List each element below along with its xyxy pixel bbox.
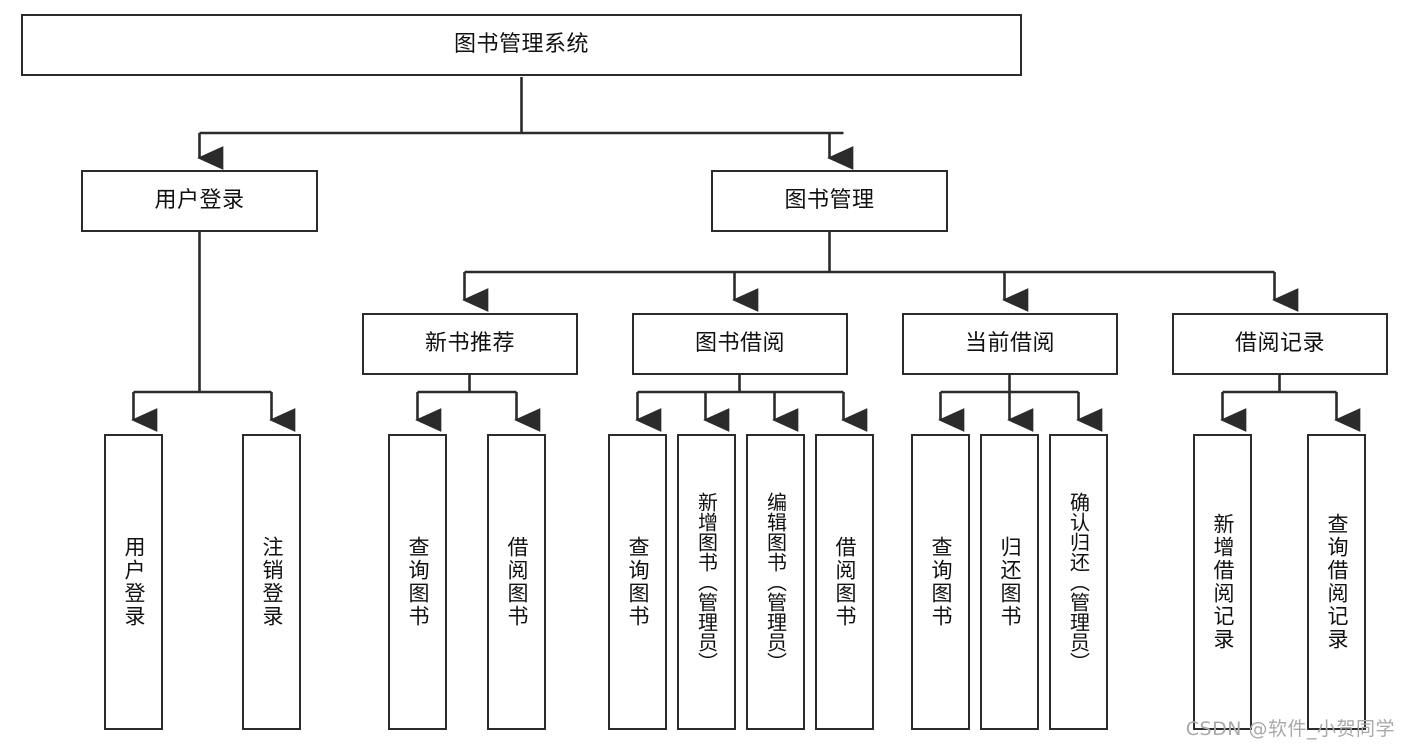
leaf-borrow-book-1[interactable]: 借阅图书 — [487, 434, 546, 730]
leaf-edit-book-label: 编辑图书（管理员） — [763, 492, 788, 672]
node-current-borrow[interactable]: 当前借阅 — [902, 313, 1118, 375]
leaf-user-logout-label: 注销登录 — [260, 536, 284, 628]
leaf-return-book[interactable]: 归还图书 — [980, 434, 1039, 730]
leaf-add-book[interactable]: 新增图书（管理员） — [677, 434, 736, 730]
node-new-book-recommend-label: 新书推荐 — [424, 331, 515, 357]
node-user-login[interactable]: 用户登录 — [81, 170, 318, 232]
leaf-edit-book[interactable]: 编辑图书（管理员） — [746, 434, 805, 730]
leaf-add-book-label: 新增图书（管理员） — [694, 492, 719, 672]
leaf-confirm-return-label: 确认归还（管理员） — [1066, 492, 1091, 672]
node-root-label: 图书管理系统 — [453, 32, 589, 58]
node-borrow-record[interactable]: 借阅记录 — [1172, 313, 1388, 375]
leaf-user-logout[interactable]: 注销登录 — [242, 434, 301, 730]
leaf-query-book-2-label: 查询图书 — [626, 536, 650, 628]
leaf-user-login-label: 用户登录 — [122, 536, 146, 628]
leaf-return-book-label: 归还图书 — [998, 536, 1022, 628]
leaf-user-login[interactable]: 用户登录 — [104, 434, 163, 730]
leaf-query-record[interactable]: 查询借阅记录 — [1307, 434, 1366, 730]
leaf-add-record[interactable]: 新增借阅记录 — [1193, 434, 1252, 730]
watermark: CSDN @软件_小贺同学 — [1185, 718, 1395, 740]
node-book-borrow[interactable]: 图书借阅 — [632, 313, 848, 375]
node-book-management-label: 图书管理 — [784, 188, 875, 214]
node-borrow-record-label: 借阅记录 — [1234, 331, 1325, 357]
node-root[interactable]: 图书管理系统 — [21, 14, 1022, 76]
leaf-borrow-book-1-label: 借阅图书 — [505, 536, 529, 628]
leaf-confirm-return[interactable]: 确认归还（管理员） — [1049, 434, 1108, 730]
node-current-borrow-label: 当前借阅 — [964, 331, 1055, 357]
node-user-login-label: 用户登录 — [154, 188, 245, 214]
leaf-borrow-book-2-label: 借阅图书 — [833, 536, 857, 628]
node-book-borrow-label: 图书借阅 — [694, 331, 785, 357]
leaf-query-book-1-label: 查询图书 — [406, 536, 430, 628]
leaf-add-record-label: 新增借阅记录 — [1211, 513, 1235, 651]
leaf-query-record-label: 查询借阅记录 — [1325, 513, 1349, 651]
node-book-management[interactable]: 图书管理 — [711, 170, 948, 232]
node-new-book-recommend[interactable]: 新书推荐 — [362, 313, 578, 375]
leaf-query-book-3[interactable]: 查询图书 — [911, 434, 970, 730]
leaf-query-book-1[interactable]: 查询图书 — [388, 434, 447, 730]
leaf-borrow-book-2[interactable]: 借阅图书 — [815, 434, 874, 730]
leaf-query-book-2[interactable]: 查询图书 — [608, 434, 667, 730]
leaf-query-book-3-label: 查询图书 — [929, 536, 953, 628]
